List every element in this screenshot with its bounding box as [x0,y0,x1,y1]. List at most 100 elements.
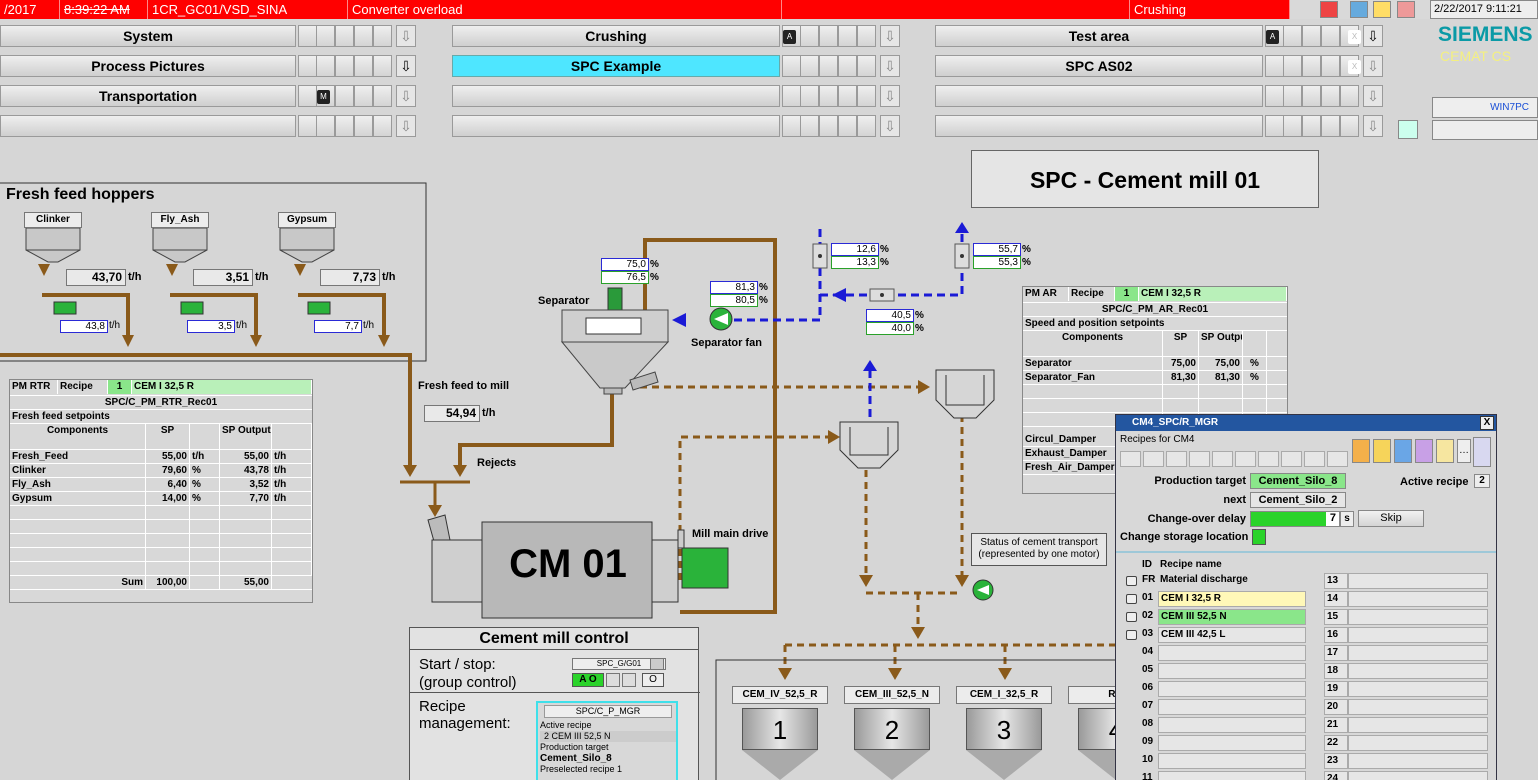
nav-col2-btn-3[interactable] [452,115,780,137]
nav-status-box[interactable] [316,55,335,77]
faceplate-toolbar-box[interactable] [1304,451,1325,467]
nav-status-box[interactable] [373,85,392,107]
nav-col1-btn-3[interactable] [0,115,296,137]
nav-down-arrow-icon[interactable]: ⇩ [880,85,900,107]
nav-status-box[interactable] [1283,25,1302,47]
recipe-slot[interactable] [1348,699,1488,715]
auto-on-button[interactable]: A O [572,673,604,687]
nav-down-arrow-icon[interactable]: ⇩ [396,85,416,107]
recipe-slot[interactable] [1348,663,1488,679]
recipe-slot[interactable] [1348,717,1488,733]
nav-down-arrow-icon[interactable]: ⇩ [1363,55,1383,77]
nav-col3-btn-0[interactable]: Test area [935,25,1263,47]
nav-down-arrow-icon[interactable]: ⇩ [880,55,900,77]
recipe-slot[interactable] [1348,753,1488,769]
nav-status-box[interactable] [857,85,876,107]
silo-label[interactable]: CEM_I_32,5_R [956,686,1052,704]
checklist-icon[interactable] [1397,1,1415,18]
more-icon[interactable]: … [1457,439,1471,463]
nav-status-box[interactable] [354,115,373,137]
nav-status-box[interactable] [1302,85,1321,107]
recipe-slot[interactable]: Material discharge [1158,573,1306,589]
recipe-slot[interactable] [1158,753,1306,769]
skip-button[interactable]: Skip [1358,510,1424,527]
nav-status-box[interactable] [1340,85,1359,107]
recipe-slot[interactable] [1348,771,1488,780]
recipe-slot[interactable] [1348,735,1488,751]
alarm-bar[interactable]: /2017 8:39:22 AM 1CR_GC01/VSD_SINA Conve… [0,0,1538,19]
nav-status-box[interactable] [1302,25,1321,47]
group-cmd-1[interactable] [606,673,620,687]
recipe-slot[interactable] [1158,771,1306,780]
recipe-slot[interactable] [1158,699,1306,715]
nav-status-box[interactable] [800,115,819,137]
recipe-slot[interactable] [1348,573,1488,589]
nav-status-box[interactable] [838,115,857,137]
nav-status-box[interactable] [819,55,838,77]
nav-arrows-icon[interactable] [1473,437,1491,467]
nav-status-box[interactable] [838,85,857,107]
recipe-slot[interactable] [1158,663,1306,679]
nav-down-arrow-icon[interactable]: ⇩ [1363,85,1383,107]
nav-down-arrow-icon[interactable]: ⇩ [1363,115,1383,137]
faceplate-toolbar-box[interactable] [1327,451,1348,467]
recipe-manager-faceplate[interactable]: CM4_SPC/R_MGR X Recipes for CM4 … Produc… [1115,414,1497,780]
nav-col1-btn-0[interactable]: System [0,25,296,47]
nav-status-box[interactable] [373,115,392,137]
nav-status-box[interactable] [1321,25,1340,47]
faceplate-titlebar[interactable]: CM4_SPC/R_MGR [1116,415,1496,431]
recipe-slot[interactable] [1158,645,1306,661]
nav-status-box[interactable] [354,25,373,47]
recipe-slot[interactable] [1158,735,1306,751]
faceplate-toolbar-box[interactable] [1212,451,1233,467]
recipe-slot[interactable] [1348,609,1488,625]
nav-status-box[interactable] [1340,115,1359,137]
nav-status-box[interactable] [819,25,838,47]
recipe-slot[interactable] [1348,681,1488,697]
recipe-slot[interactable] [1348,591,1488,607]
nav-down-arrow-icon[interactable]: ⇩ [880,25,900,47]
nav-down-arrow-icon[interactable]: ⇩ [880,115,900,137]
nav-status-box[interactable] [354,55,373,77]
nav-status-box[interactable] [1283,85,1302,107]
nav-status-box[interactable] [335,55,354,77]
recipe-slot[interactable] [1348,645,1488,661]
nav-status-box[interactable] [335,85,354,107]
nav-status-box[interactable] [819,85,838,107]
faceplate-toolbar-box[interactable] [1258,451,1279,467]
nav-col3-btn-2[interactable] [935,85,1263,107]
folder-icon[interactable] [1373,439,1391,463]
nav-status-box[interactable] [1321,115,1340,137]
nav-status-box[interactable] [1302,115,1321,137]
storage-toggle[interactable] [1252,529,1266,545]
off-button[interactable]: O [642,673,664,687]
note-icon[interactable] [1373,1,1391,18]
home-icon[interactable] [1352,439,1370,463]
nav-status-box[interactable] [857,115,876,137]
nav-down-arrow-icon[interactable]: ⇩ [1363,25,1383,47]
faceplate-toolbar-box[interactable] [1143,451,1164,467]
close-button[interactable]: X [1480,416,1494,430]
faceplate-toolbar-box[interactable] [1189,451,1210,467]
nav-status-box[interactable] [1302,55,1321,77]
nav-col2-btn-2[interactable] [452,85,780,107]
nav-status-box[interactable] [838,55,857,77]
nav-status-box[interactable] [800,85,819,107]
nav-status-box[interactable] [838,25,857,47]
recipe-slot[interactable]: CEM III 42,5 L [1158,627,1306,643]
nav-down-arrow-icon[interactable]: ⇩ [396,115,416,137]
nav-status-box[interactable] [1321,85,1340,107]
nav-down-arrow-icon[interactable]: ⇩ [396,55,416,77]
nav-status-box[interactable] [335,115,354,137]
nav-status-box[interactable] [857,25,876,47]
nav-status-box[interactable] [354,85,373,107]
nav-status-box[interactable] [335,25,354,47]
nav-status-box[interactable] [819,115,838,137]
nav-status-box[interactable] [800,25,819,47]
nav-col1-btn-2[interactable]: Transportation [0,85,296,107]
nav-status-box[interactable] [316,25,335,47]
alarm-horn-icon[interactable] [1320,1,1338,18]
faceplate-toolbar-box[interactable] [1235,451,1256,467]
nav-status-box[interactable] [1283,55,1302,77]
faceplate-toolbar-box[interactable] [1281,451,1302,467]
